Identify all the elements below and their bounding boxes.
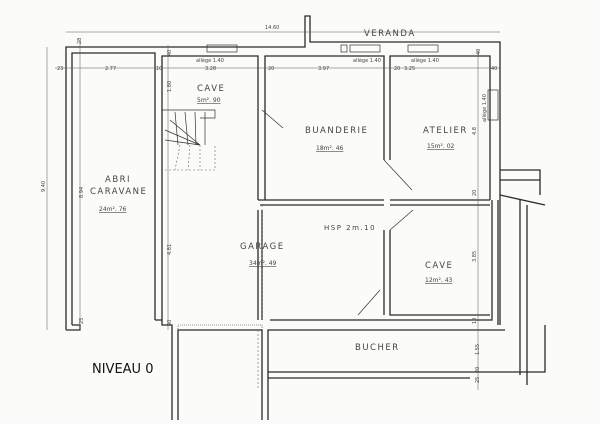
dim-25a: 25 — [79, 318, 85, 324]
dim-allege-1: allège 1.40 — [196, 57, 224, 64]
area-garage: 34m². 49 — [249, 260, 277, 267]
area-cave-bottom: 12m². 43 — [425, 277, 453, 284]
label-cave-top: CAVE — [197, 84, 225, 94]
dim-40d: 40 — [167, 320, 173, 326]
windows — [177, 44, 499, 390]
dim-bucher-depth: 1.55 — [475, 344, 481, 355]
label-veranda: VERANDA — [364, 29, 416, 39]
dimension-lines — [46, 31, 500, 390]
dim-allege-2: allège 1.40 — [353, 57, 381, 64]
dim-atelier-depth: 4.8 — [472, 127, 478, 135]
label-caravane: CARAVANE — [90, 187, 147, 197]
dim-cave-width: 3.28 — [205, 66, 216, 72]
room-labels: CAVE 5m². 90 BUANDERIE 18m². 46 ATELIER … — [90, 84, 468, 377]
label-atelier: ATELIER — [423, 126, 468, 136]
walls — [65, 15, 546, 420]
label-buanderie: BUANDERIE — [305, 126, 368, 136]
staircase — [162, 109, 216, 171]
dim-40a: 40 — [167, 50, 173, 56]
dim-20b: 20 — [394, 66, 400, 72]
dim-20: 20 — [268, 66, 274, 72]
dim-cave2-depth: 3.85 — [472, 251, 478, 262]
label-bucher: BUCHER — [355, 343, 400, 353]
area-abri: 24m². 76 — [99, 206, 127, 213]
dim-23: 23 — [57, 66, 63, 72]
dim-garage-depth: 4.81 — [167, 244, 173, 255]
dim-total-height: 9.40 — [41, 181, 47, 192]
label-abri: ABRI — [105, 175, 131, 185]
dim-20c: 20 — [472, 190, 478, 196]
dim-10b: 10 — [472, 318, 478, 324]
label-hsp: HSP 2m.10 — [324, 224, 376, 232]
dim-40b: 40 — [491, 66, 497, 72]
dim-allege-4: allège 1.40 — [481, 94, 488, 122]
area-cave-top: 5m². 90 — [197, 97, 221, 104]
dim-abri-height: 8.94 — [79, 187, 85, 198]
label-cave-bottom: CAVE — [425, 261, 453, 271]
dim-25b: 25 — [475, 377, 481, 383]
dim-atelier-width: 3.25 — [404, 66, 415, 72]
label-garage: GARAGE — [240, 242, 285, 252]
dim-20d: 20 — [475, 367, 481, 373]
dimension-labels: 14.60 VERANDA 23 2.77 10 3.28 20 3.97 20… — [41, 25, 497, 383]
dim-40c: 40 — [476, 49, 482, 55]
dim-28: 28 — [77, 38, 83, 44]
dim-buanderie-width: 3.97 — [318, 66, 329, 72]
dim-allege-3: allège 1.40 — [411, 57, 439, 64]
dim-total-width: 14.60 — [265, 25, 279, 31]
area-buanderie: 18m². 46 — [316, 145, 344, 152]
dim-abri-width: 2.77 — [105, 66, 116, 72]
dim-cave-depth: 1.80 — [167, 81, 173, 92]
dim-10: 10 — [156, 66, 162, 72]
area-atelier: 15m². 02 — [427, 143, 455, 150]
level-label: NIVEAU 0 — [92, 362, 153, 377]
